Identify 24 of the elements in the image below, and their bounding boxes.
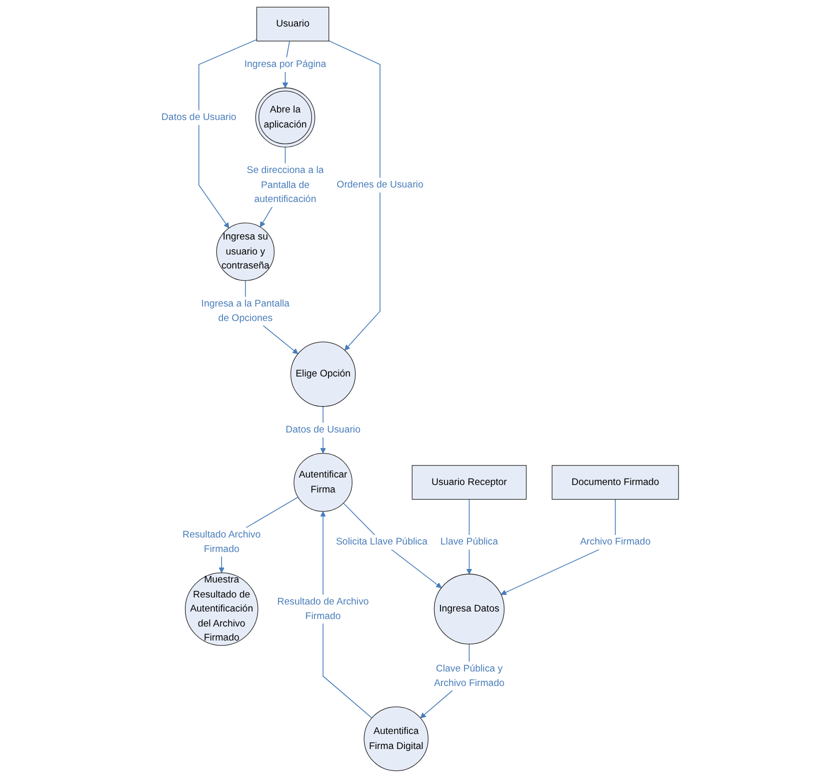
arrow [198, 39, 258, 228]
edge-label: Se direcciona a la Pantalla de autentificación [246, 164, 324, 205]
node-circle: Muestra Resultado de Autentificación del Archivo Firmado [184, 572, 258, 646]
edge-label: Ordenes de Usuario [336, 179, 424, 190]
node-circle: Ingresa su usuario y contraseña [216, 222, 275, 281]
edge-label: Ingresa a la Pantalla de Opciones [201, 298, 290, 324]
arrow [328, 40, 380, 350]
node-circle: Autentificar Firma [294, 452, 352, 512]
edge-label: Archivo Firmado [580, 536, 651, 548]
node-box: Usuario [256, 6, 330, 42]
node-box: Documento Firmado [552, 465, 679, 500]
edge-label: Datos de Usuario [161, 112, 236, 122]
edge-label: Resultado Archivo Firmado [182, 528, 261, 554]
node-circle: Elige Opción [290, 342, 356, 407]
node-circle: Autentifica Firma Digital [364, 706, 428, 772]
edge-label: Datos de Usuario [286, 424, 360, 435]
node-circle: Abre la aplicación [255, 88, 316, 148]
edge-label: Ingresa por Página [244, 58, 326, 70]
node-circle: Ingresa Datos [434, 574, 505, 644]
edge-label: Resultado de Archivo Firmado [277, 596, 369, 622]
edge-label: Solicita Llave Pública [336, 536, 428, 548]
edge-label: Clave Pública y Archivo Firmado [434, 662, 504, 688]
edge-label: Llave Pública [440, 536, 498, 548]
node-box: Usuario Receptor [412, 465, 527, 500]
